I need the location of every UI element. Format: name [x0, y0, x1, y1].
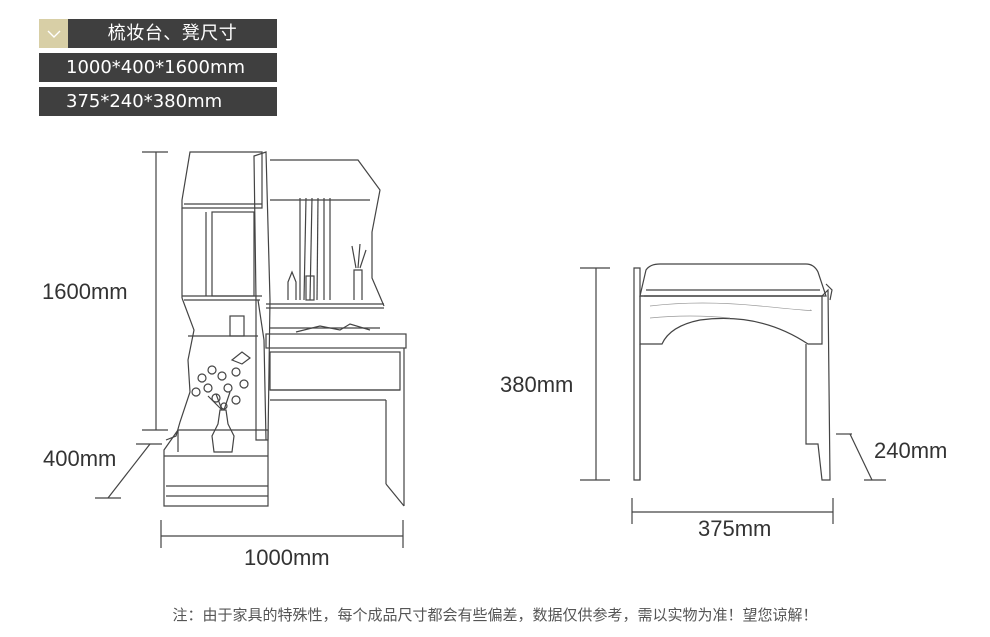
tag-badge — [39, 19, 68, 48]
disclaimer-note: 注：由于家具的特殊性，每个成品尺寸都会有些偏差，数据仅供参考，需以实物为准！望您… — [172, 606, 818, 624]
vanity-height-label: 1600mm — [42, 279, 128, 304]
stool-width-label: 375mm — [698, 516, 772, 541]
stool-depth-dimension — [836, 433, 886, 481]
section-title: 梳妆台、凳尺寸 — [68, 19, 277, 48]
stool-height-dimension — [580, 267, 610, 481]
chevron-down-icon — [47, 30, 60, 38]
vanity-table — [163, 151, 407, 507]
vanity-width-dimension — [160, 520, 404, 548]
vanity-height-dimension — [142, 151, 168, 431]
stool-spec: 375*240*380mm — [39, 87, 277, 116]
vanity-depth-dimension — [95, 443, 162, 499]
vanity-width-label: 1000mm — [244, 545, 330, 570]
flower-cluster — [191, 351, 251, 411]
vanity-depth-label: 400mm — [43, 446, 117, 471]
title-row: 梳妆台、凳尺寸 — [39, 19, 277, 48]
stool — [633, 263, 833, 481]
stool-depth-label: 240mm — [874, 438, 948, 463]
vanity-spec: 1000*400*1600mm — [39, 53, 277, 82]
stool-height-label: 380mm — [500, 372, 574, 397]
stool-width-dimension — [631, 498, 834, 524]
